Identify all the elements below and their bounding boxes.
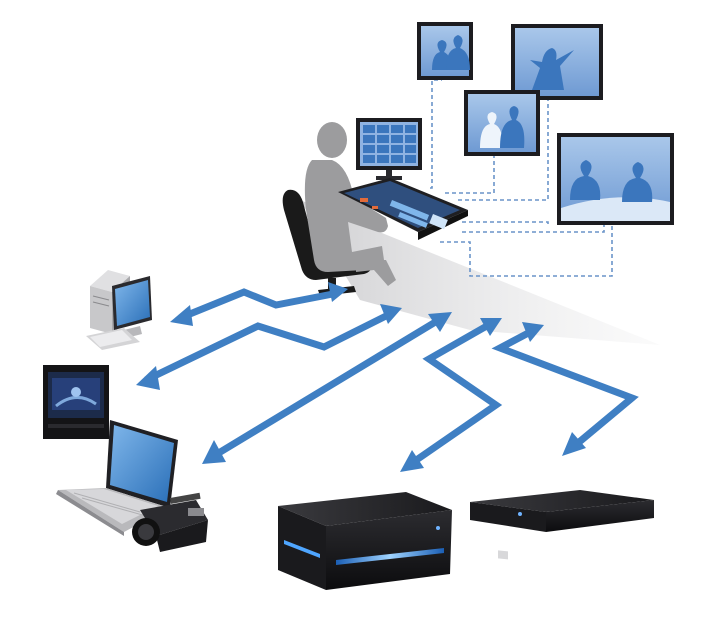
wall-display-icon [557, 133, 674, 225]
bidirectional-arrow-icon [210, 315, 444, 460]
laptop-icon [56, 420, 178, 536]
camcorder-icon [132, 492, 208, 552]
bidirectional-arrow-icon [410, 319, 503, 466]
bidirectional-arrow-icon [491, 326, 639, 451]
multiview-monitor-icon [356, 118, 422, 180]
operator-silhouette-icon [304, 122, 396, 286]
rack-server-icon [278, 492, 452, 590]
media-player-icon [43, 365, 109, 439]
bidirectional-arrow-icon [144, 309, 394, 384]
wall-display-icon [511, 24, 603, 100]
floor-projection [300, 200, 660, 345]
bidirectional-arrow-icon [178, 288, 339, 322]
wall-display-icon [464, 90, 540, 156]
dashed-signal-lines [430, 79, 613, 277]
wall-display-icon [417, 22, 473, 80]
arrow-heads [136, 282, 586, 472]
rack-server-slim-icon [470, 490, 654, 560]
signal-arrows [144, 288, 639, 466]
switcher-console-icon [338, 178, 468, 240]
desktop-computer-icon [86, 270, 152, 350]
